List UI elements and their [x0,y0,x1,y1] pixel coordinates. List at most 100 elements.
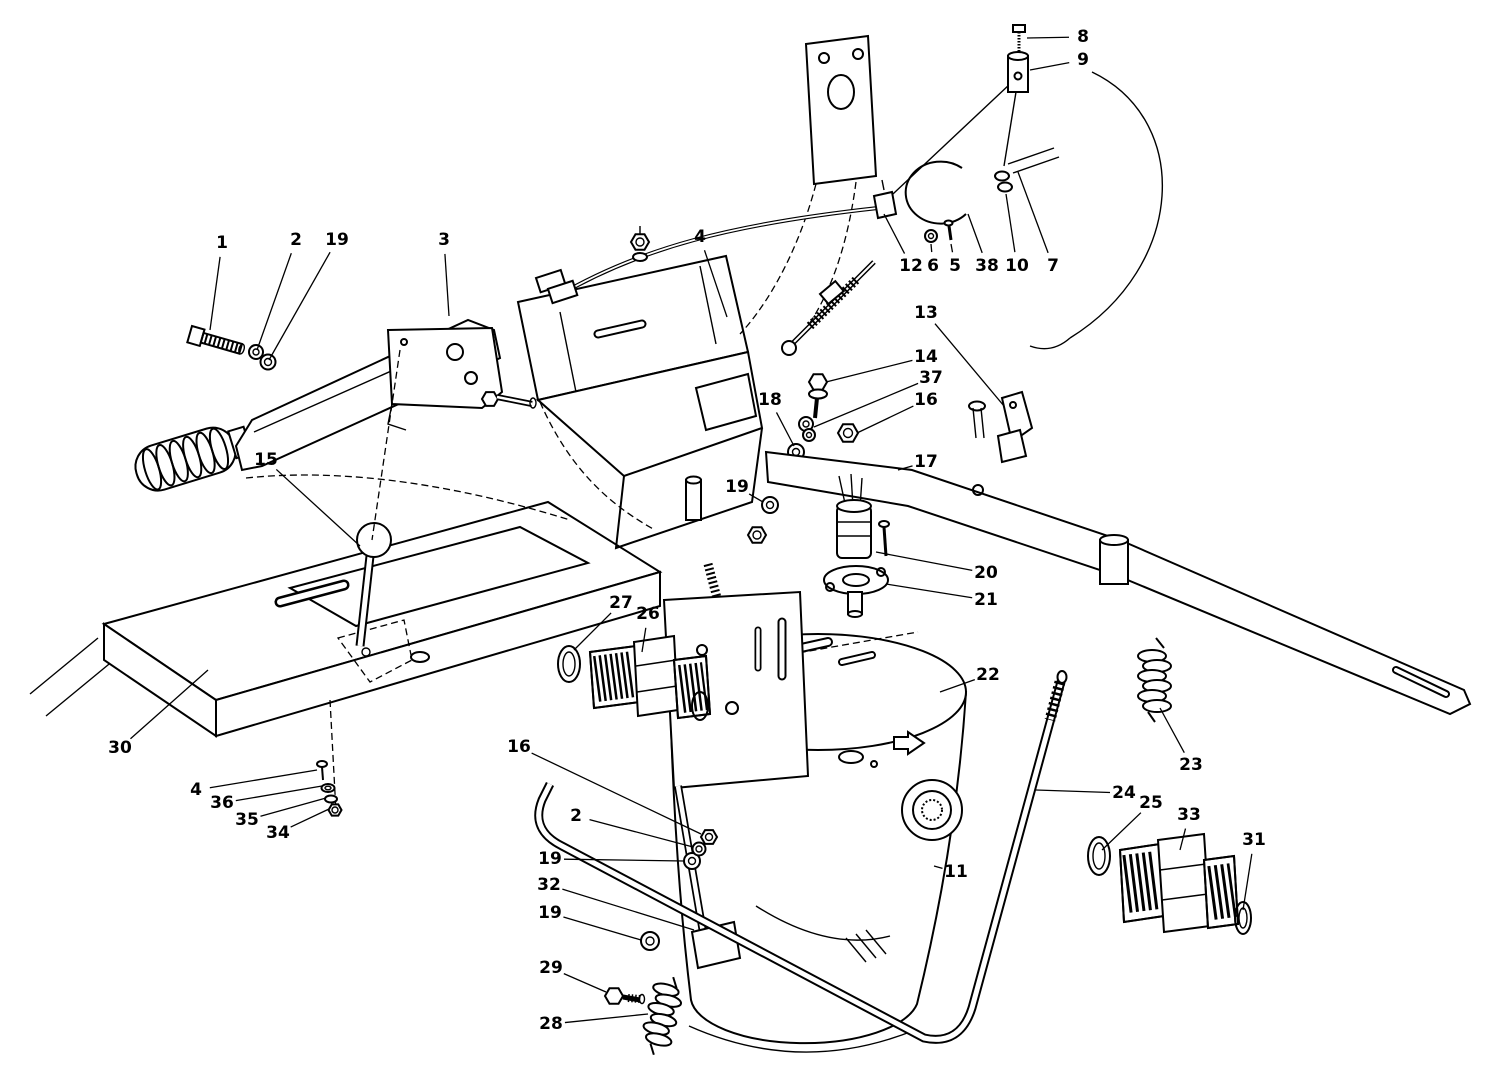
leader-line-16-31 [531,752,702,835]
callout-label-28-37: 28 [539,1014,563,1034]
callout-label-2-1: 2 [290,230,302,250]
mount-bolt-and-washers [186,324,277,371]
leader-line-10-11 [1005,193,1016,253]
callout-label-13-13: 13 [914,303,938,323]
callout-label-25-40: 25 [1139,793,1163,813]
callout-label-33-41: 33 [1177,805,1201,825]
u-bolt-rod [534,670,1068,1044]
callout-label-19-2: 19 [325,230,349,250]
callout-label-22-25: 22 [976,665,1000,685]
pivot-arm [764,450,1472,716]
leader-line-2-32 [589,818,694,848]
o-ring [557,645,581,683]
callout-label-19-35: 19 [538,903,562,923]
callout-label-3-3: 3 [438,230,450,250]
leader-line-18-17 [775,412,795,447]
leader-line-7-12 [1017,171,1049,254]
leader-line-23-38 [1159,707,1185,754]
callout-label-23-38: 23 [1179,755,1203,775]
callout-label-11-43: 11 [944,862,968,882]
sender-unit [823,473,890,618]
leader-line-14-14 [825,359,913,383]
callout-label-9-6: 9 [1077,50,1089,70]
c-ring [904,160,967,225]
bottom-hardware [603,829,719,1005]
callout-label-16-16: 16 [914,390,938,410]
callout-label-16-31: 16 [507,737,531,757]
cable-z-fitting [534,268,579,305]
leader-line-19-33 [563,858,685,862]
callout-label-19-19: 19 [725,477,749,497]
stamped-arrow [893,730,926,756]
leader-line-17-18 [897,465,913,471]
leader-line-38-10 [967,213,983,254]
leader-line-37-15 [813,382,919,428]
tank-port [901,779,963,841]
callout-label-31-42: 31 [1242,830,1266,850]
callout-label-34-30: 34 [266,823,290,843]
callout-label-4-4: 4 [694,227,706,247]
leader-line-33-41 [1179,828,1187,851]
leader-line-16-16 [856,405,914,434]
callout-label-6-8: 6 [927,256,939,276]
leader-line-32-34 [562,888,695,931]
leader-line-1-0 [209,256,221,331]
leader-line-22-25 [939,679,976,693]
callout-label-30-26: 30 [108,738,132,758]
leader-line-36-28 [235,785,323,802]
leader-line-25-40 [1101,812,1142,851]
washer [248,344,264,360]
callout-label-20-21: 20 [974,563,998,583]
handle-lever [134,318,537,541]
callout-label-18-17: 18 [758,390,782,410]
callout-label-35-29: 35 [235,810,259,830]
callout-label-24-39: 24 [1112,783,1136,803]
callout-label-7-12: 7 [1047,256,1059,276]
callout-label-14-14: 14 [914,347,938,367]
leader-line-19-19 [748,493,764,503]
leader-line-15-20 [275,468,361,547]
shift-lever [355,522,392,657]
o-ring [691,691,709,721]
top-panel-bracket [739,34,878,343]
cable-anchor-cluster [872,24,1163,464]
callout-label-27-23: 27 [609,593,633,613]
leader-line-12-7 [883,213,906,254]
callout-label-1-0: 1 [216,233,228,253]
leader-line-34-30 [290,808,330,828]
callout-label-4-27: 4 [190,780,202,800]
callout-label-26-24: 26 [636,604,660,624]
leader-line-9-6 [1029,61,1070,71]
leader-line-19-2 [268,251,331,361]
leader-line-4-27 [209,769,318,789]
callout-label-32-34: 32 [537,875,561,895]
leader-line-28-37 [564,1013,649,1024]
washer [259,353,277,371]
extension-spring-right [1137,637,1172,723]
callout-label-2-32: 2 [570,806,582,826]
leader-line-26-24 [641,627,647,653]
leader-line-19-35 [563,916,642,941]
perspective-guide-lines [29,637,115,717]
leader-line-13-13 [934,323,1005,407]
callout-label-5-9: 5 [949,256,961,276]
leader-line-31-42 [1242,853,1253,911]
control-cable [534,83,1011,356]
leader-line-2-1 [256,252,292,351]
base-plate [101,401,663,813]
shift-knob [356,522,392,558]
leader-line-11-43 [933,865,943,869]
plate-hardware [316,760,343,817]
arm-sleeve [1099,539,1129,585]
handle-grip [134,425,253,492]
leader-line-3-3 [444,253,450,317]
callout-label-37-15: 37 [919,368,943,388]
leader-line-24-39 [1035,789,1111,794]
leader-line-4-4 [703,250,728,318]
hex-nipple-large [1087,832,1252,935]
cable-clamp [872,190,898,220]
leader-line-5-9 [950,243,954,253]
callout-label-19-33: 19 [538,849,562,869]
